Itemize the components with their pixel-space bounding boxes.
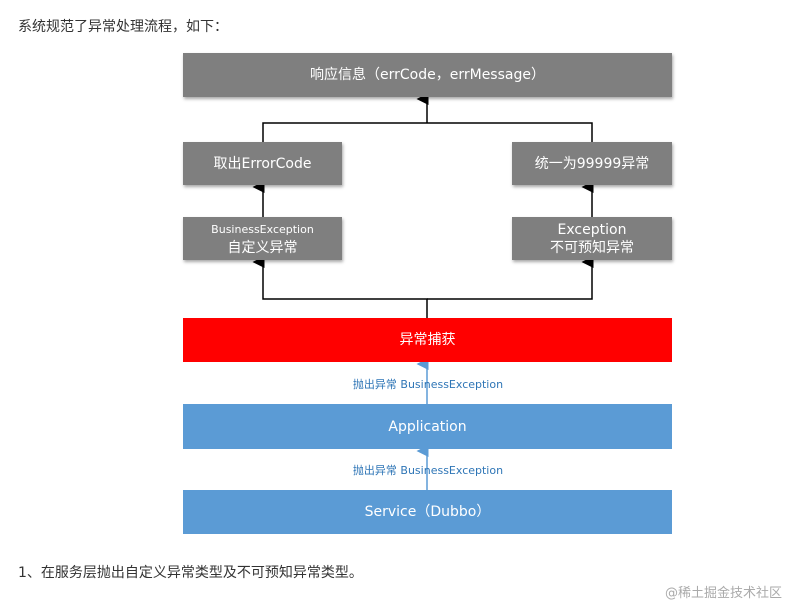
- throw-label-2: 抛出异常 BusinessException: [352, 464, 504, 477]
- unify-99999-box: 统一为99999异常: [512, 142, 672, 185]
- throw-label-1: 抛出异常 BusinessException: [352, 378, 504, 391]
- business-exception-box: BusinessException 自定义异常: [183, 217, 342, 260]
- exception-catch-box: 异常捕获: [183, 318, 672, 362]
- business-cn-label: 自定义异常: [227, 239, 298, 256]
- intro-text: 系统规范了异常处理流程，如下：: [18, 19, 228, 35]
- watermark: @稀土掘金技术社区: [664, 586, 782, 601]
- application-label: Application: [388, 418, 467, 435]
- extract-errorcode-box: 取出ErrorCode: [183, 142, 342, 185]
- exception-en-label: Exception: [557, 221, 627, 238]
- service-label: Service（Dubbo）: [364, 504, 491, 520]
- response-box: 响应信息（errCode，errMessage）: [183, 53, 672, 97]
- unify-label: 统一为99999异常: [534, 155, 650, 172]
- business-en-label: BusinessException: [211, 222, 314, 236]
- exception-cn-label: 不可预知异常: [550, 239, 634, 256]
- application-box: Application: [183, 404, 672, 449]
- service-box: Service（Dubbo）: [183, 490, 672, 534]
- extract-label: 取出ErrorCode: [213, 155, 312, 172]
- step1-text: 1、在服务层抛出自定义异常类型及不可预知异常类型。: [18, 565, 363, 581]
- response-label: 响应信息（errCode，errMessage）: [310, 67, 545, 83]
- catch-label: 异常捕获: [399, 332, 456, 348]
